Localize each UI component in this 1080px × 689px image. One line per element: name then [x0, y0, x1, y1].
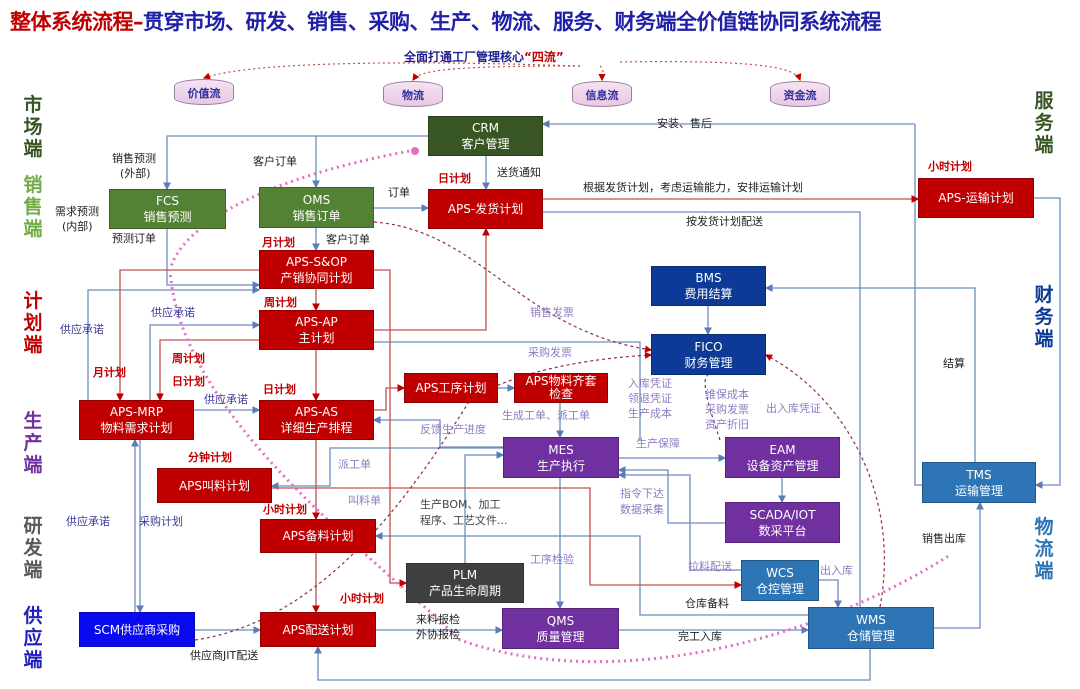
edge-label: 采购发票: [705, 403, 749, 416]
side-label-rd: 研发端: [23, 515, 43, 581]
edge-label: 供应承诺: [204, 393, 248, 406]
edge-label: 生产成本: [628, 407, 672, 420]
edge-label: 结算: [943, 357, 965, 370]
aps-call-material-plan-box[interactable]: APS叫料计划: [157, 468, 272, 503]
plan-cadence-label: 月计划: [93, 366, 126, 379]
side-label-sales: 销售端: [23, 174, 43, 240]
side-label-logistics: 物流端: [1034, 516, 1054, 582]
edge-label: 派工单: [338, 458, 371, 471]
edge-label: 销售发票: [530, 306, 574, 319]
plan-cadence-label: 周计划: [172, 352, 205, 365]
edge-label: 工序检验: [530, 553, 574, 566]
edge-label: 销售预测: [112, 152, 156, 165]
page-title: 整体系统流程–贯穿市场、研发、销售、采购、生产、物流、服务、财务端全价值链协同系…: [10, 10, 882, 34]
edge-label: (内部): [62, 220, 93, 233]
edge-label: 供应商JIT配送: [190, 649, 259, 662]
edge-label: 出入库: [820, 564, 853, 577]
edge-label: 销售出库: [922, 532, 966, 545]
edge-label: 程序、工艺文件...: [420, 514, 508, 527]
edge-label: 生产保障: [636, 437, 680, 450]
edge-label: 根据发货计划，考虑运输能力，安排运输计划: [583, 181, 803, 194]
four-flows-caption: 全面打通工厂管理核心“四流”: [404, 50, 564, 64]
aps-process-plan-box[interactable]: APS工序计划: [404, 373, 498, 403]
plan-cadence-label: 周计划: [264, 296, 297, 309]
plan-cadence-label: 小时计划: [928, 160, 972, 173]
edge-label: 客户订单: [326, 233, 370, 246]
edge-label: 指令下达: [620, 487, 664, 500]
edge-label: 反馈生产进度: [420, 423, 486, 436]
edge-label: 采购计划: [139, 515, 183, 528]
side-label-service: 服务端: [1034, 90, 1054, 156]
aps-distribution-plan-box[interactable]: APS配送计划: [260, 612, 376, 647]
edge-label: 来料报检: [416, 613, 460, 626]
side-label-finance: 财务端: [1034, 284, 1054, 350]
edge-label: 安装、售后: [657, 117, 712, 130]
edge-label: 供应承诺: [60, 323, 104, 336]
edge-label: 完工入库: [678, 630, 722, 643]
edge-label: 拉料配送: [688, 560, 732, 573]
side-label-market: 市场端: [23, 94, 43, 160]
plan-cadence-label: 日计划: [263, 383, 296, 396]
edge-label: 出入库凭证: [766, 402, 821, 415]
edge-label: 生产BOM、加工: [420, 498, 501, 511]
edge-label: 需求预测: [55, 205, 99, 218]
plan-cadence-label: 日计划: [438, 172, 471, 185]
edge-label: 客户订单: [253, 155, 297, 168]
value-flow-cylinder: 价值流: [174, 79, 234, 105]
side-label-production: 生产端: [23, 410, 43, 476]
edge-label: 入库凭证: [628, 377, 672, 390]
aps-shipping-plan-box[interactable]: APS-发货计划: [428, 189, 543, 229]
aps-material-prep-plan-box[interactable]: APS备料计划: [260, 519, 376, 553]
edge-label: 仓库备料: [685, 597, 729, 610]
edge-label: 生成工单、派工单: [502, 409, 590, 422]
edge-label: 资产折旧: [705, 418, 749, 431]
edge-label: 送货通知: [497, 166, 541, 179]
info-flow-cylinder: 信息流: [572, 81, 632, 107]
edge-label: 外协报检: [416, 628, 460, 641]
capital-flow-cylinder: 资金流: [770, 81, 830, 107]
side-label-supply: 供应端: [23, 605, 43, 671]
plan-cadence-label: 月计划: [262, 236, 295, 249]
edge-label: 维保成本: [705, 388, 749, 401]
edge-label: 领退凭证: [628, 392, 672, 405]
plan-cadence-label: 小时计划: [340, 592, 384, 605]
edge-label: 订单: [388, 186, 410, 199]
edge-label: 供应承诺: [66, 515, 110, 528]
edge-label: 采购发票: [528, 346, 572, 359]
edge-label: 预测订单: [112, 232, 156, 245]
plan-cadence-label: 分钟计划: [188, 451, 232, 464]
logistics-flow-cylinder: 物流: [383, 81, 443, 107]
plan-cadence-label: 小时计划: [263, 503, 307, 516]
edge-label: 供应承诺: [151, 306, 195, 319]
scm-box[interactable]: SCM供应商采购: [79, 612, 195, 647]
edge-label: (外部): [120, 167, 151, 180]
plan-cadence-label: 日计划: [172, 375, 205, 388]
aps-material-kit-check-box[interactable]: APS物料齐套检查: [514, 373, 608, 403]
edge-label: 按发货计划配送: [686, 215, 763, 228]
edge-label: 数据采集: [620, 503, 664, 516]
aps-transport-plan-box[interactable]: APS-运输计划: [918, 178, 1034, 218]
side-label-plan: 计划端: [23, 290, 43, 356]
edge-label: 叫料单: [348, 494, 381, 507]
